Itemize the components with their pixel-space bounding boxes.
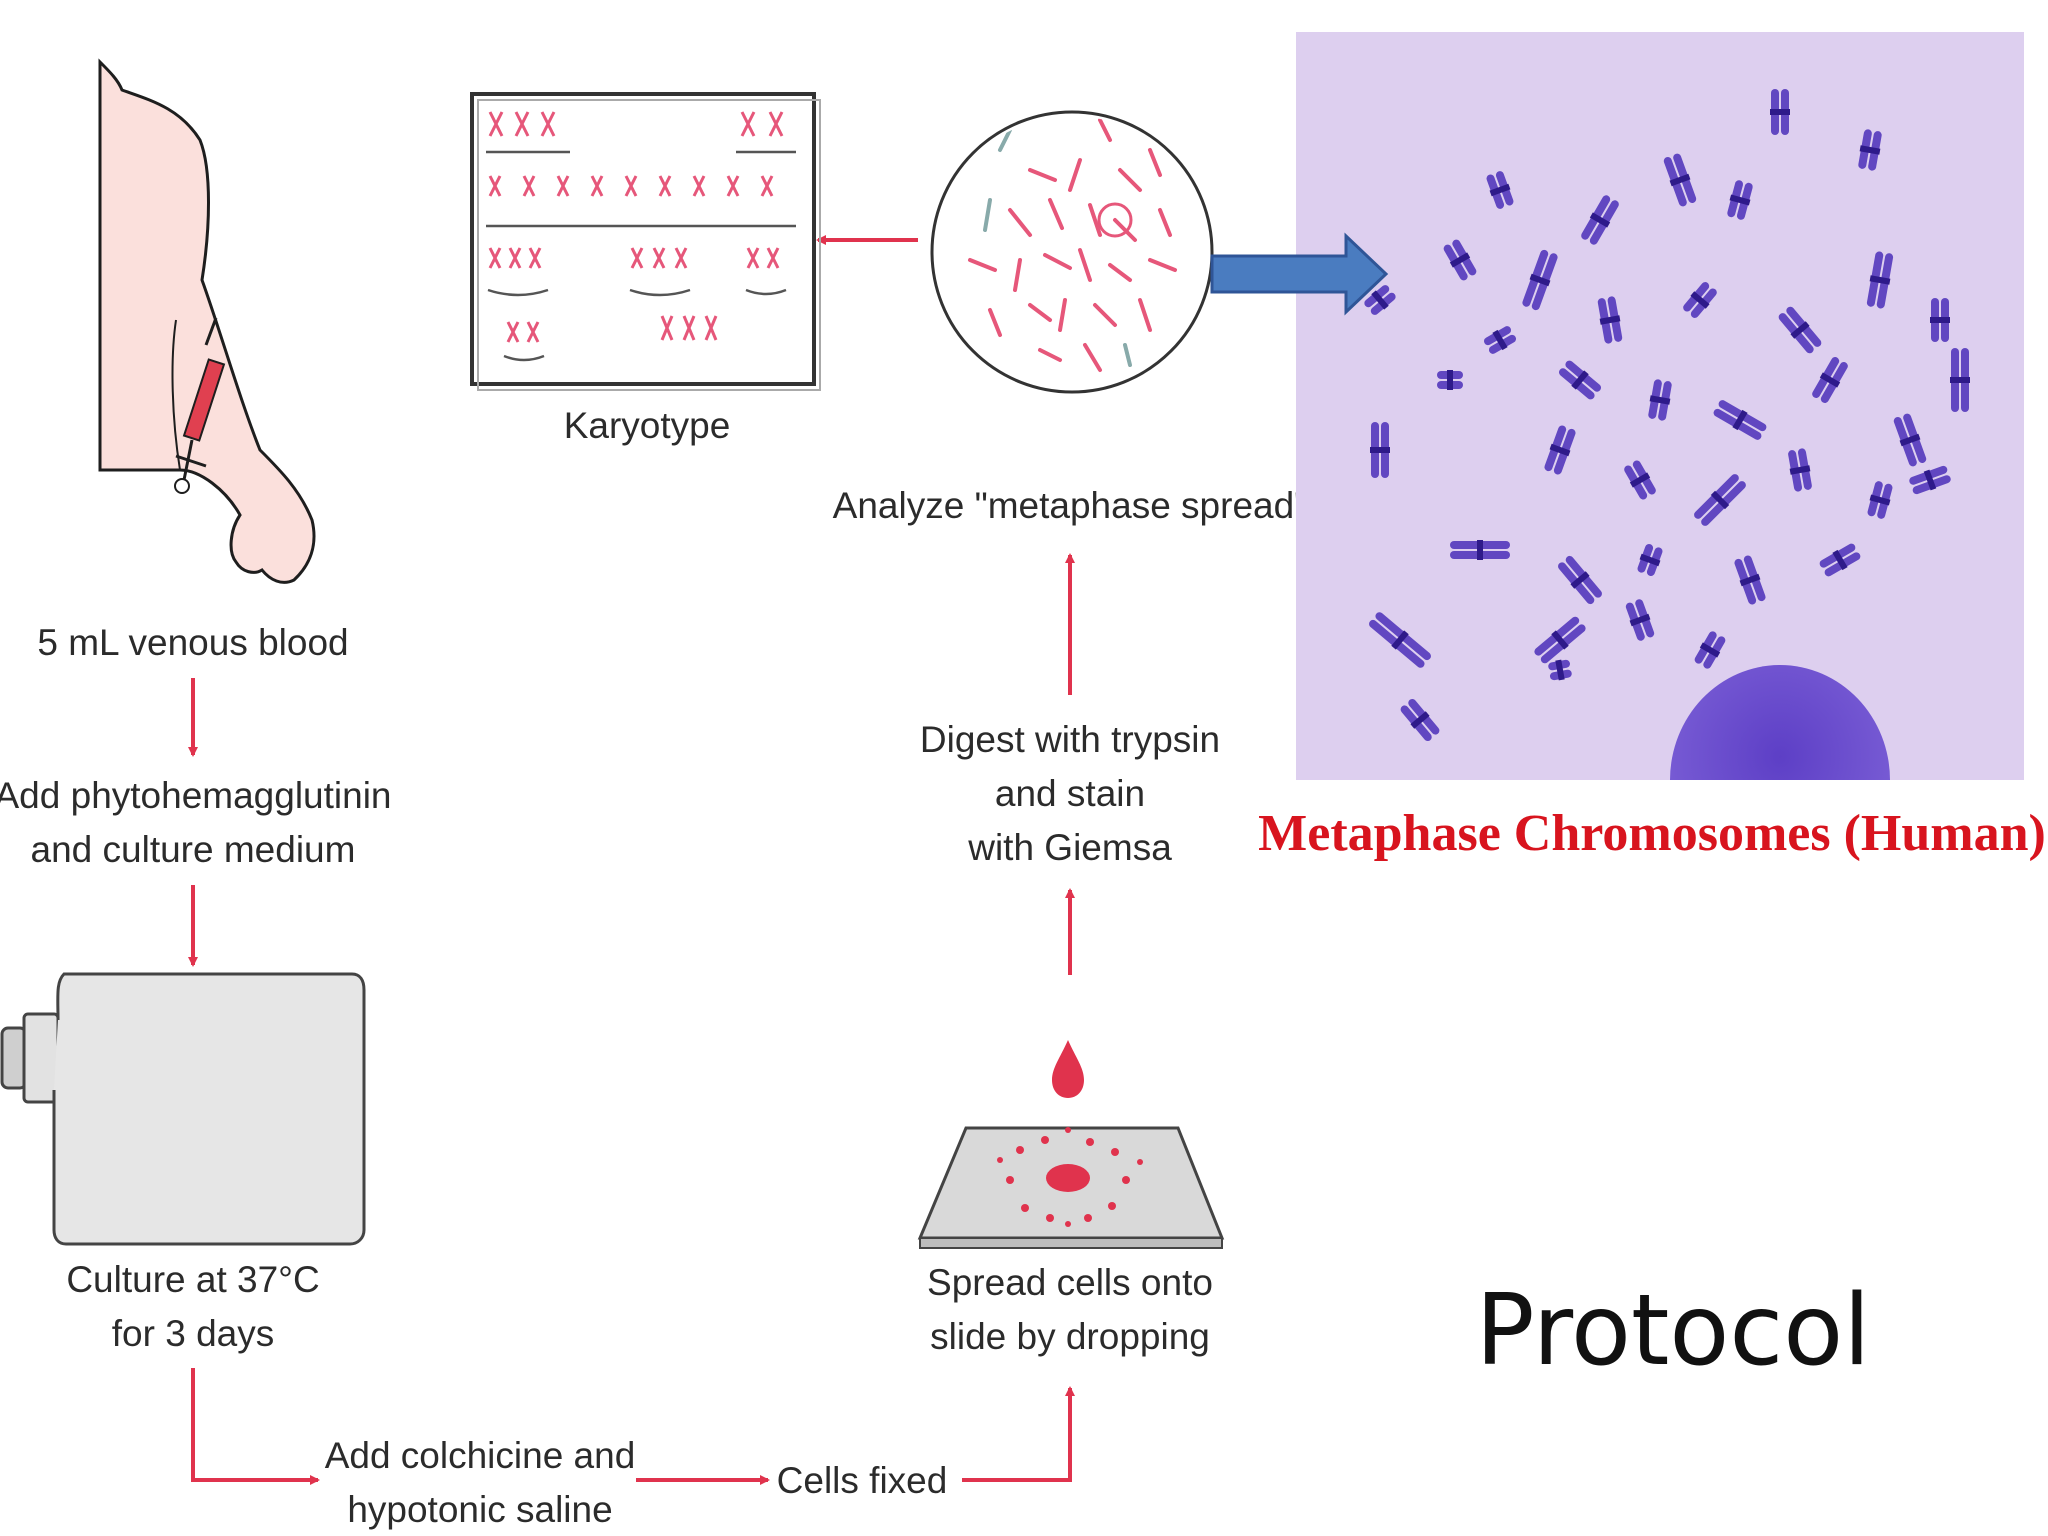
chromosome-17 [1812,357,1848,403]
scattered-cells [997,1127,1143,1227]
chromosome-35 [1400,698,1440,742]
chromosome-19 [1437,370,1463,390]
step-analyze-label: Analyze "metaphase spread" [833,485,1308,526]
step-culture-line2: for 3 days [112,1313,274,1354]
chromosome-12 [1930,298,1950,342]
stained-chromosomes [1364,89,1970,742]
metaphase-spread-icon [930,110,1214,394]
chromosome-8 [1597,296,1623,344]
chromosome-7 [1522,249,1558,311]
chromosome-20 [1544,425,1576,475]
chromosome-10 [1778,306,1822,354]
chromosome-26 [1370,422,1390,478]
karyotype-chart-icon [470,92,821,391]
step-add-pha-line1: Add phytohemagglutinin [0,775,392,816]
arm-blood-draw-icon [98,58,316,584]
chromosome-33 [1534,616,1586,664]
chromosome-23 [1788,448,1812,492]
step-digest-line2: and stain [995,773,1145,814]
step-digest-line3: with Giemsa [967,827,1172,868]
chromosome-30 [1734,555,1766,605]
chromosome-40 [1364,285,1396,315]
step-colchicine-line2: hypotonic saline [347,1489,612,1530]
step-cells-fixed: Cells fixed [777,1460,948,1501]
chromosome-24 [1867,481,1893,519]
step-add-pha-line2: and culture medium [31,829,356,870]
chromosome-38 [1950,348,1970,412]
chromosome-29 [1637,543,1663,577]
chromosome-1 [1770,89,1790,135]
chromosome-36 [1548,659,1572,681]
syringe-icon [174,317,226,494]
chromosome-15 [1648,379,1672,421]
chromosome-4 [1727,180,1753,220]
step-blood-label: 5 mL venous blood [37,622,348,663]
photo-caption: Metaphase Chromosomes (Human) [1258,805,2046,862]
chromosome-16 [1713,400,1767,440]
chromosome-25 [1909,465,1951,495]
link-arrow-icon [1210,232,1389,316]
chromosome-5 [1581,195,1619,245]
step-culture-line1: Culture at 37°C [66,1259,319,1300]
chromosome-22 [1694,474,1746,526]
chromosome-14 [1558,360,1602,400]
step-spread-line1: Spread cells onto [927,1262,1213,1303]
step-spread-line2: slide by dropping [930,1316,1210,1357]
chromosome-18 [1893,413,1927,467]
microscope-slide-icon [917,1126,1225,1249]
metaphase-micrograph-photo [1296,32,2024,780]
step-colchicine-line1: Add colchicine and [325,1435,636,1476]
chromosome-3 [1663,153,1697,207]
step-digest-line1: Digest with trypsin [920,719,1220,760]
chromosome-21 [1624,460,1656,500]
karyotype-label: Karyotype [564,405,731,446]
chromosome-2 [1858,129,1882,171]
slide-title: Protocol [1476,1274,1871,1388]
chromosome-9 [1683,282,1717,318]
chromosome-39 [1486,171,1514,209]
chromosome-34 [1625,599,1655,641]
blood-drop-icon [1052,1040,1084,1098]
culture-flask-icon [0,972,366,1246]
flow-arrow-5 [962,1386,1075,1482]
chromosome-6 [1443,239,1477,281]
chromosome-27 [1450,540,1510,560]
chromosome-13 [1483,326,1517,354]
chromosome-31 [1819,543,1861,577]
chromosome-28 [1558,555,1602,605]
chromosome-11 [1866,251,1894,309]
flow-arrow-3 [191,1368,320,1485]
chromosome-37 [1694,631,1726,669]
chromosome-32 [1369,612,1431,668]
